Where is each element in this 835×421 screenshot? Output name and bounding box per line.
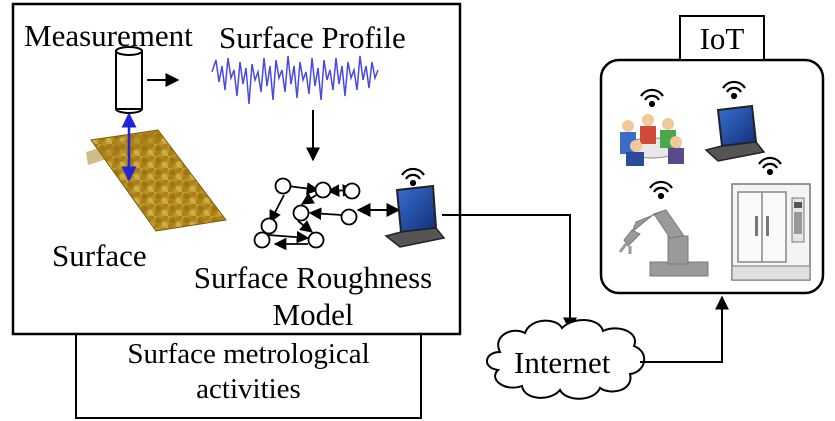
iot-label-box xyxy=(679,15,765,61)
wifi-icon xyxy=(649,180,673,200)
activities-label-line1: Surface metrological xyxy=(127,338,370,370)
measurement-system-box xyxy=(11,2,462,336)
roughness-model-label-line1: Surface Roughness xyxy=(193,260,433,295)
activities-label-line2: activities xyxy=(196,373,301,405)
surface-profile-label: Surface Profile xyxy=(219,20,406,55)
surface-profile-waveform xyxy=(211,55,379,105)
internet-label: Internet xyxy=(514,345,611,380)
wifi-icon xyxy=(640,88,664,108)
robot-arm-icon xyxy=(618,209,709,277)
iot-label: IoT xyxy=(699,21,745,56)
laptop-icon xyxy=(704,104,766,162)
measurement-label: Measurement xyxy=(24,18,193,53)
internet-to-iot-arrow xyxy=(640,295,729,363)
cnc-machine-icon xyxy=(731,183,811,281)
people-meeting-icon xyxy=(620,114,684,166)
wifi-icon xyxy=(758,156,782,176)
wifi-icon xyxy=(722,80,746,100)
internet-cloud-icon xyxy=(486,319,645,400)
roughness-model-network-icon xyxy=(253,177,361,251)
activities-label: Surface metrological activities xyxy=(76,340,421,404)
laptop-to-internet-arrow xyxy=(442,214,577,332)
measurement-probe-icon xyxy=(115,46,143,114)
roughness-model-label-line2: Model xyxy=(272,297,354,332)
surface-label: Surface xyxy=(52,238,147,273)
wifi-icon xyxy=(401,167,425,187)
roughness-model-label: Surface Roughness Model xyxy=(188,262,438,330)
laptop-icon xyxy=(384,184,446,248)
